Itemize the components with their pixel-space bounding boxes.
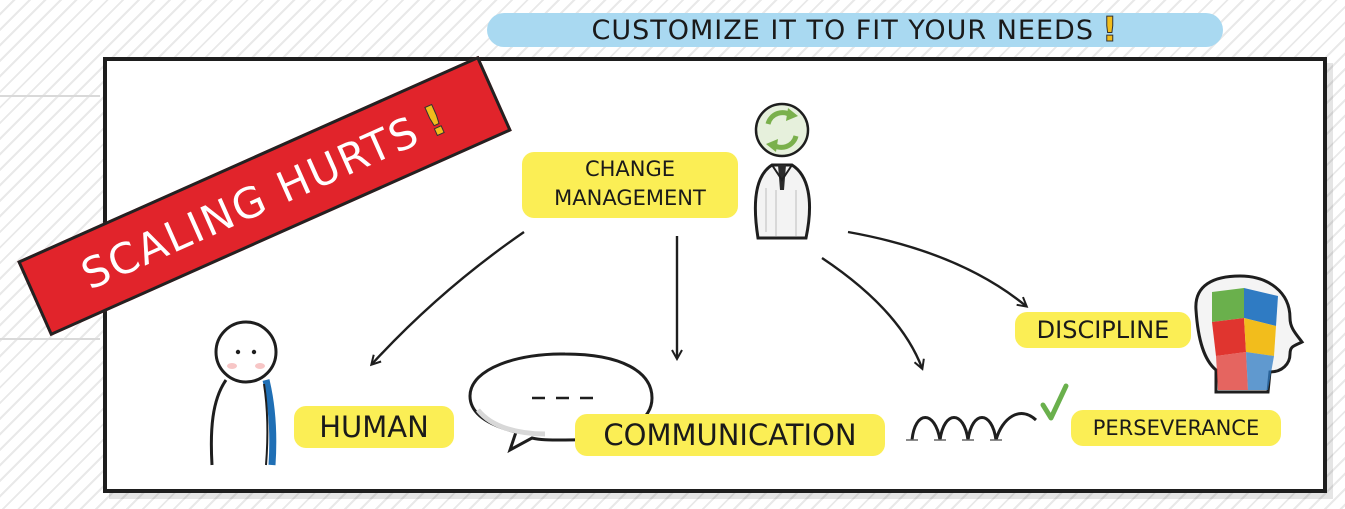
- bounce-trail-icon: [906, 412, 1038, 441]
- human-label: HUMAN: [294, 406, 454, 448]
- banner-exclamation: !: [1101, 10, 1119, 51]
- background-line: [0, 95, 100, 97]
- discipline-label: DISCIPLINE: [1015, 312, 1191, 348]
- puzzle-head-icon: [1194, 274, 1305, 394]
- change-management-label: CHANGE MANAGEMENT: [522, 152, 738, 218]
- checkmark-icon: [1040, 383, 1069, 421]
- banner-text: CUSTOMIZE IT TO FIT YOUR NEEDS: [591, 14, 1094, 46]
- ribbon-exclamation: !: [415, 93, 456, 147]
- change-management-line-2: MANAGEMENT: [554, 186, 706, 210]
- title-banner: CUSTOMIZE IT TO FIT YOUR NEEDS !: [487, 10, 1223, 51]
- manager-icon: [753, 163, 812, 240]
- arrow-to-human: [372, 231, 525, 364]
- perseverance-label: PERSEVERANCE: [1071, 410, 1281, 446]
- person-icon: [209, 320, 278, 466]
- background-line: [0, 338, 100, 340]
- refresh-icon: [754, 102, 810, 158]
- arrow-to-perseverance: [821, 257, 922, 368]
- change-management-line-1: CHANGE: [584, 157, 676, 181]
- communication-label: COMMUNICATION: [575, 414, 885, 456]
- arrow-to-discipline: [847, 230, 1026, 306]
